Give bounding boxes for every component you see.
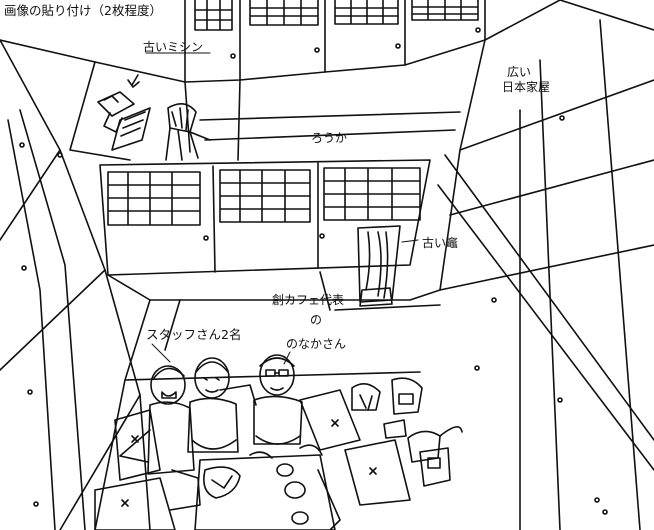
label-sewing-machine: 古いミシン: [143, 39, 203, 54]
label-founder-2: の: [310, 313, 322, 327]
label-big-house-1: 広い: [507, 65, 531, 79]
staff-person-1: [119, 365, 201, 511]
corridor-lines: [184, 79, 461, 161]
bags: [351, 377, 463, 487]
label-staff: スタッフさん2名: [146, 327, 241, 342]
caption-text: 画像の貼り付け（2枚程度）: [4, 3, 162, 18]
label-big-house-2: 日本家屋: [502, 79, 550, 94]
cushions: [94, 384, 411, 530]
left-wall: [0, 39, 151, 530]
pointer-line: [131, 74, 139, 86]
low-table: [194, 444, 336, 530]
label-corridor: ろうか: [311, 131, 347, 145]
label-old-kiln: 古い竈: [422, 235, 458, 250]
right-wall: [437, 0, 654, 530]
founder-person: [253, 354, 303, 445]
label-founder-3: のなかさん: [286, 337, 346, 351]
pointer-arrow: [127, 79, 140, 88]
sewing-machine-icon: [97, 91, 151, 151]
sewing-room-floor-edge: [69, 61, 131, 161]
label-founder-1: 創カフェ代表: [272, 293, 344, 307]
middle-shoji-row: [99, 159, 431, 276]
top-shoji-row: [184, 0, 486, 83]
staff-person-2: [187, 357, 239, 453]
